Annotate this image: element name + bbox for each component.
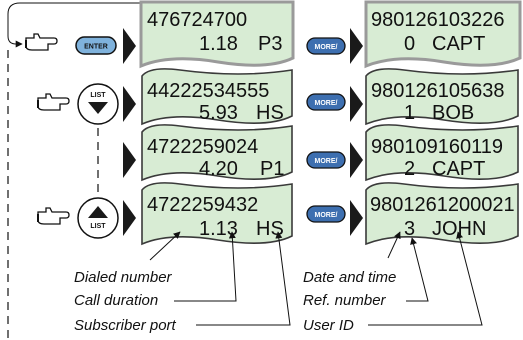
pointing-hand-icon [37, 93, 70, 111]
call-duration-value: 1.18 [199, 33, 238, 55]
ref-number-leader [406, 237, 429, 302]
dialed-number-leader [149, 231, 181, 261]
list-up-button[interactable]: LIST [77, 197, 119, 239]
chevron-right-icon [350, 200, 363, 236]
subscriber-port-value: HS [256, 102, 284, 124]
date-time-label: Date and time [303, 269, 396, 286]
date-time-value: 9801261200021 [370, 194, 515, 216]
more-button-label: MORE/ [315, 212, 338, 219]
enter-button-label: ENTER [84, 44, 108, 51]
chevron-right-icon [123, 142, 136, 178]
chevron-right-icon [123, 28, 136, 64]
list-up-label: LIST [90, 223, 106, 230]
user-id-leader [368, 231, 483, 326]
call-display-1: 476724700 1.18 P3 [139, 0, 295, 69]
subscriber-port-value: HS [256, 218, 284, 240]
user-id-value: CAPT [432, 33, 485, 55]
more-button-label: MORE/ [315, 100, 338, 107]
chevron-right-icon [350, 86, 363, 122]
date-time-value: 980126103226 [371, 9, 504, 31]
user-id-value: BOB [432, 102, 474, 124]
ref-number-value: 2 [404, 158, 415, 180]
ref-number-label: Ref. number [303, 292, 387, 309]
date-time-value: 980126105638 [371, 80, 504, 102]
detail-display-3: 980109160119 2 CAPT [365, 124, 519, 182]
pointing-hand-icon [25, 33, 58, 51]
call-duration-label: Call duration [74, 292, 158, 309]
call-display-4: 4722259432 1.13 HS [141, 182, 293, 246]
user-id-value: CAPT [432, 158, 485, 180]
detail-display-2: 980126105638 1 BOB [365, 68, 519, 126]
enter-button[interactable]: ENTER [75, 36, 117, 55]
ref-number-value: 3 [404, 218, 415, 240]
call-duration-value: 4.20 [199, 158, 238, 180]
call-display-2: 44222534555 5.93 HS [141, 68, 293, 126]
call-duration-value: 1.13 [199, 218, 238, 240]
chevron-right-icon [350, 28, 363, 64]
dialed-number-value: 476724700 [147, 9, 247, 31]
call-display-3: 4722259024 4.20 P1 [141, 124, 293, 182]
date-time-value: 980109160119 [371, 136, 503, 158]
subscriber-port-label: Subscriber port [74, 317, 177, 334]
more-button[interactable]: MORE/ [306, 93, 346, 111]
more-button[interactable]: MORE/ [306, 151, 346, 169]
more-button-label: MORE/ [315, 158, 338, 165]
more-button[interactable]: MORE/ [306, 37, 346, 55]
arrow-up-icon [88, 206, 108, 218]
dialed-number-label: Dialed number [74, 269, 173, 286]
more-button[interactable]: MORE/ [306, 205, 346, 223]
chevron-right-icon [350, 142, 363, 178]
date-time-leader [387, 231, 401, 259]
user-id-label: User ID [303, 317, 354, 334]
subscriber-port-leader [196, 231, 291, 326]
user-id-value: JOHN [432, 218, 486, 240]
arrow-down-icon [88, 102, 108, 114]
subscriber-port-value: P1 [260, 158, 284, 180]
detail-display-4: 9801261200021 3 JOHN [365, 182, 519, 246]
list-down-button[interactable]: LIST [77, 83, 119, 125]
call-duration-leader [174, 231, 237, 302]
pointing-hand-icon [37, 207, 70, 225]
call-duration-value: 5.93 [199, 102, 238, 124]
chevron-right-icon [123, 86, 136, 122]
ref-number-value: 1 [404, 102, 415, 124]
ref-number-value: 0 [404, 33, 415, 55]
detail-display-1: 980126103226 0 CAPT [364, 0, 522, 69]
dialed-number-value: 4722259432 [147, 194, 258, 216]
chevron-right-icon [123, 200, 136, 236]
list-down-label: LIST [90, 92, 106, 99]
subscriber-port-value: P3 [258, 33, 282, 55]
more-button-label: MORE/ [315, 44, 338, 51]
dialed-number-value: 44222534555 [147, 80, 269, 102]
loop-arrow-line [7, 2, 148, 48]
dialed-number-value: 4722259024 [147, 136, 258, 158]
